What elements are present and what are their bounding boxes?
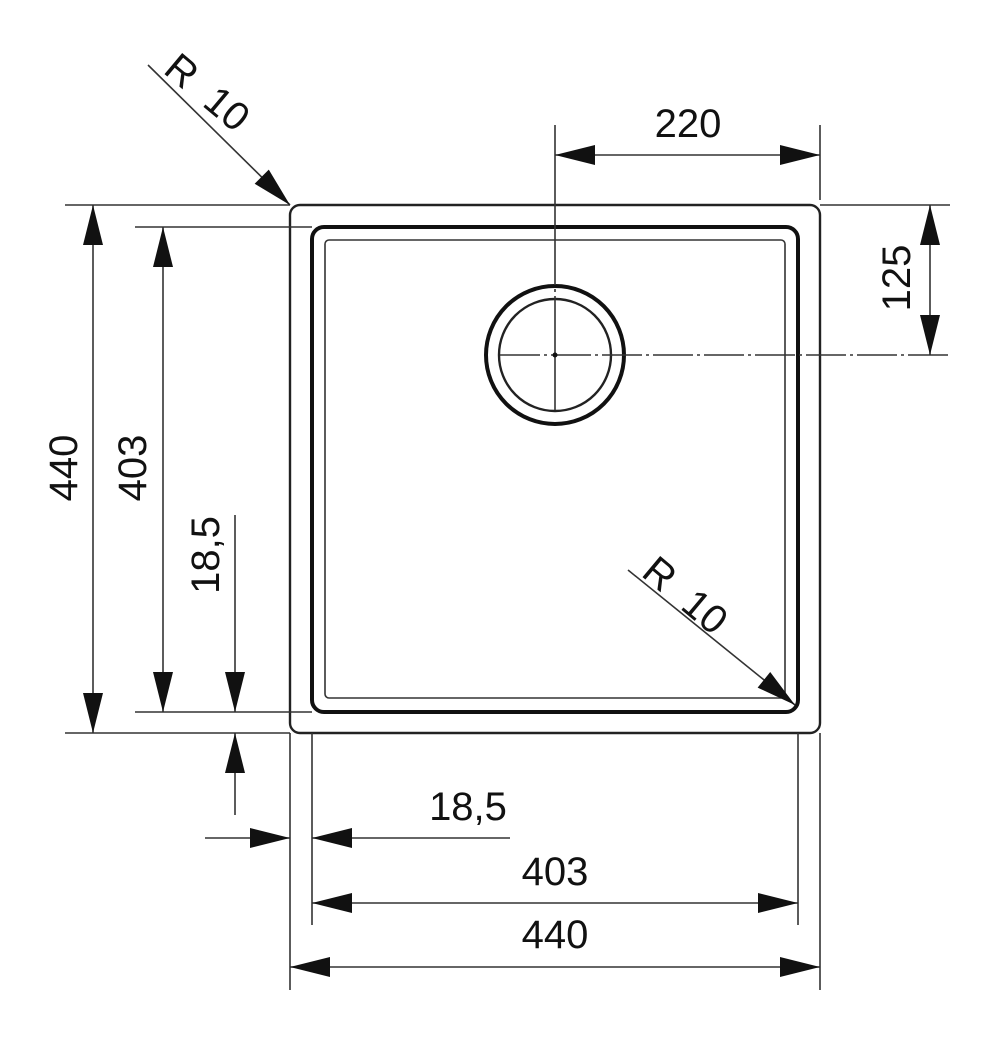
arrowhead <box>225 672 245 712</box>
dimension-lines <box>65 64 950 990</box>
arrowhead <box>920 205 940 245</box>
arrowhead <box>153 672 173 712</box>
arrowhead <box>780 145 820 165</box>
label-rim-left: 18,5 <box>429 785 507 829</box>
arrowhead <box>290 957 330 977</box>
label-rim-bottom: 18,5 <box>184 516 228 594</box>
arrowhead <box>920 315 940 355</box>
drain-center-point <box>552 352 558 358</box>
arrowhead <box>225 733 245 773</box>
label-drain-offset-y: 125 <box>875 245 919 312</box>
arrowhead <box>312 893 352 913</box>
label-bowl-width: 403 <box>522 850 589 894</box>
label-radius-top-left: R 10 <box>156 45 258 140</box>
arrowhead <box>153 227 173 267</box>
arrowhead <box>555 145 595 165</box>
label-radius-bottom-right: R 10 <box>634 548 736 643</box>
arrowhead <box>254 169 290 205</box>
label-outer-width: 440 <box>522 913 589 957</box>
arrowhead <box>780 957 820 977</box>
arrowhead <box>757 672 795 705</box>
drain <box>484 125 950 426</box>
arrowhead <box>758 893 798 913</box>
label-outer-height: 440 <box>42 435 86 502</box>
arrowhead <box>312 828 352 848</box>
arrowhead <box>83 693 103 733</box>
arrowhead <box>83 205 103 245</box>
dimension-arrows <box>83 145 940 977</box>
label-bowl-height: 403 <box>111 435 155 502</box>
label-drain-offset-x: 220 <box>655 102 722 146</box>
arrowhead <box>250 828 290 848</box>
